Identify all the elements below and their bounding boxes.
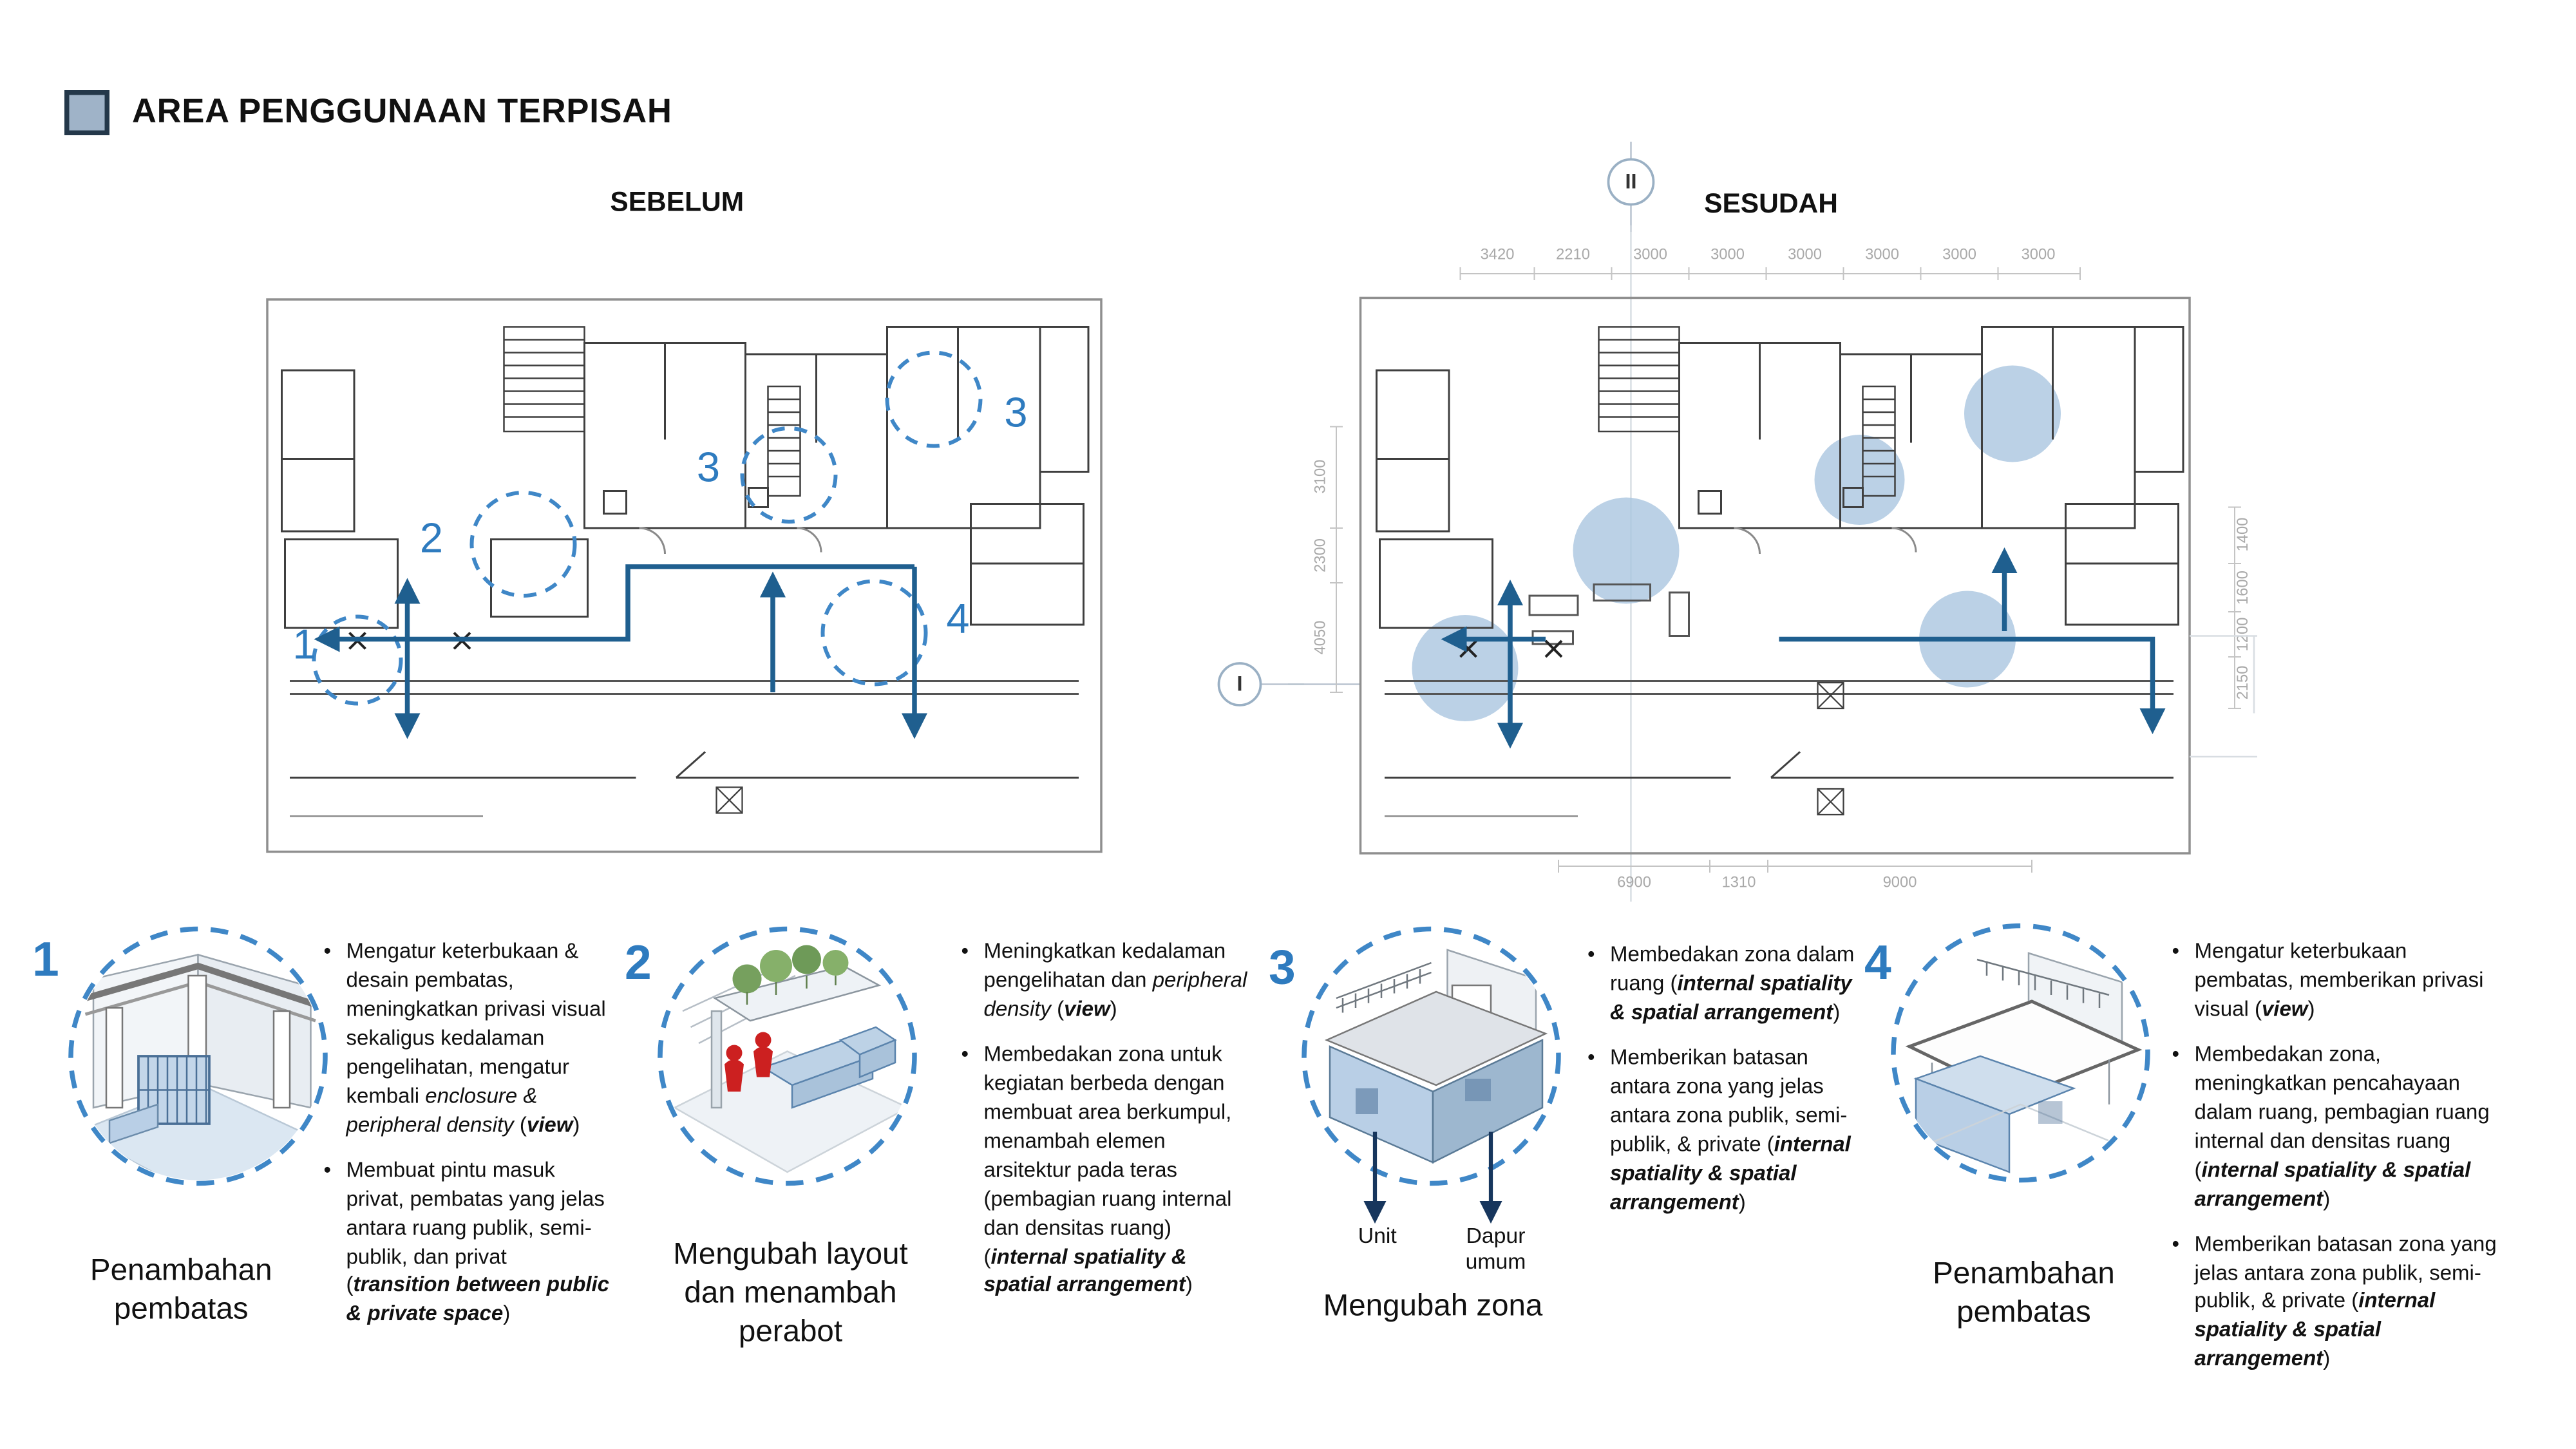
section-marker-II: II xyxy=(1607,142,1655,232)
item-3-detail-image xyxy=(1302,926,1561,1224)
stairs-icon xyxy=(1598,326,1680,433)
sofa-icon xyxy=(761,1026,897,1109)
shaft-icon xyxy=(1862,385,1896,497)
plan-walls xyxy=(281,326,1090,817)
item-1-caption: Penambahan pembatas xyxy=(90,1254,272,1327)
dashed-annotation-circles xyxy=(312,350,983,706)
section-marker-I: I xyxy=(1217,662,1304,706)
dimension-label: 3420 xyxy=(1481,246,1515,263)
bullet: Membuat pintu masuk privat, pembatas yan… xyxy=(322,1155,612,1329)
unit-zone-label: Unit xyxy=(1358,1224,1397,1248)
bullet: Meningkatkan kedalaman pengelihatan dan … xyxy=(960,937,1258,1024)
plants-icon xyxy=(732,945,849,1005)
plan-walls xyxy=(1376,326,2184,817)
bullet: Mengatur keterbukaan & desain pembatas, … xyxy=(322,937,612,1139)
dashed-circle-3b xyxy=(885,350,983,448)
item-2-bullets: Meningkatkan kedalaman pengelihatan dan … xyxy=(960,937,1258,1316)
column-grid-icons xyxy=(1817,681,1844,816)
dashed-circle-3a xyxy=(740,426,838,524)
after-label: SESUDAH xyxy=(1704,188,1838,220)
item-2-caption: Mengubah layout dan menambah perabot xyxy=(673,1238,908,1349)
gate-icon xyxy=(137,1055,211,1125)
item-1-detail-image xyxy=(68,926,328,1186)
axon-canopy-sketch xyxy=(1905,952,2143,1173)
plan-marker-2: 2 xyxy=(420,515,443,562)
axon-corridor-sketch xyxy=(75,953,321,1180)
dimension-label: 2300 xyxy=(1312,538,1329,573)
flow-arrows xyxy=(1441,547,2166,749)
dimension-bottom: 6900 1310 9000 xyxy=(1558,860,2032,891)
plan-marker-3b: 3 xyxy=(1004,389,1027,436)
plan-boundary xyxy=(1359,296,2191,855)
dimension-right: 1400 1600 1200 2150 xyxy=(2228,506,2251,709)
item-2-detail-image xyxy=(658,926,917,1186)
dashed-circle-2 xyxy=(469,491,577,598)
dimension-label: 1600 xyxy=(2234,571,2251,605)
dimension-label: 1310 xyxy=(1722,874,1756,891)
gate-marks xyxy=(1459,639,1563,658)
dimension-label: 3100 xyxy=(1312,460,1329,494)
dimension-top: 3420 2210 3000 3000 3000 3000 3000 3000 xyxy=(1459,246,2081,280)
dimension-label: 9000 xyxy=(1883,874,1917,891)
section-marker-I-label: I xyxy=(1236,672,1242,696)
item-3-caption: Mengubah zona xyxy=(1323,1289,1543,1324)
context-lines xyxy=(2190,635,2257,758)
flow-arrows xyxy=(314,564,927,739)
dashed-circle-1 xyxy=(312,614,403,706)
item-2-number: 2 xyxy=(625,937,652,990)
bullet: Membedakan zona dalam ruang (internal sp… xyxy=(1586,940,1863,1027)
item-3-number: 3 xyxy=(1269,942,1296,996)
plan-boundary xyxy=(266,298,1103,853)
dimension-left: 3100 2300 4050 xyxy=(1312,426,1343,693)
person-icons xyxy=(724,1032,773,1092)
dimension-label: 3000 xyxy=(1865,246,1899,263)
item-1-bullets: Mengatur keterbukaan & desain pembatas, … xyxy=(322,937,612,1345)
item-4-bullets: Mengatur keterbukaan pembatas, memberika… xyxy=(2170,937,2501,1390)
plan-marker-1: 1 xyxy=(292,621,316,668)
dimension-label: 3000 xyxy=(1710,246,1745,263)
item-1-number: 1 xyxy=(32,934,59,987)
bullet: Mengatur keterbukaan pembatas, memberika… xyxy=(2170,937,2501,1024)
legend-square-icon xyxy=(64,90,109,135)
kitchen-zone-label: Dapur umum xyxy=(1465,1224,1526,1273)
bullet: Memberikan batasan zona yang jelas antar… xyxy=(2170,1229,2501,1374)
shaft-icon xyxy=(767,385,801,497)
plan-marker-numbers: 1 2 3 3 4 xyxy=(292,389,1027,668)
dimension-label: 3000 xyxy=(2022,246,2056,263)
dimension-label: 2210 xyxy=(1556,246,1590,263)
header: AREA PENGGUNAAN TERPISAH xyxy=(64,90,672,135)
dimension-label: 1200 xyxy=(2234,618,2251,652)
axon-house-sketch xyxy=(1324,949,1548,1164)
dimension-label: 3000 xyxy=(1788,246,1822,263)
page-title: AREA PENGGUNAAN TERPISAH xyxy=(132,93,672,131)
item-3-bullets: Membedakan zona dalam ruang (internal sp… xyxy=(1586,940,1863,1233)
stairs-icon xyxy=(503,326,585,433)
bullet: Memberikan batasan antara zona yang jela… xyxy=(1586,1043,1863,1217)
section-marker-II-label: II xyxy=(1625,170,1636,193)
bullet: Membedakan zona untuk kegiatan berbeda d… xyxy=(960,1040,1258,1300)
dimension-label: 1400 xyxy=(2234,518,2251,552)
bullet: Membedakan zona, meningkatkan pencahayaa… xyxy=(2170,1040,2501,1213)
column-grid-icon xyxy=(715,786,743,814)
plan-marker-3a: 3 xyxy=(697,444,720,491)
item-4-caption: Penambahan pembatas xyxy=(1933,1257,2115,1330)
zone-arrows xyxy=(1363,1132,1502,1224)
dimension-label: 3000 xyxy=(1633,246,1667,263)
item-4-detail-image xyxy=(1891,923,2150,1183)
plan-marker-4: 4 xyxy=(946,595,969,642)
dashed-circle-4 xyxy=(820,579,928,687)
dimension-label: 6900 xyxy=(1617,874,1651,891)
axon-terrace-sketch xyxy=(672,945,910,1173)
dimension-label: 3000 xyxy=(1942,246,1976,263)
dimension-label: 4050 xyxy=(1312,621,1329,655)
before-floor-plan: 1 2 3 3 4 xyxy=(266,298,1103,853)
dimension-label: 2150 xyxy=(2234,666,2251,700)
item-4-number: 4 xyxy=(1864,937,1891,990)
before-label: SEBELUM xyxy=(610,187,744,218)
after-floor-plan: 3420 2210 3000 3000 3000 3000 3000 3000 … xyxy=(1288,225,2257,902)
